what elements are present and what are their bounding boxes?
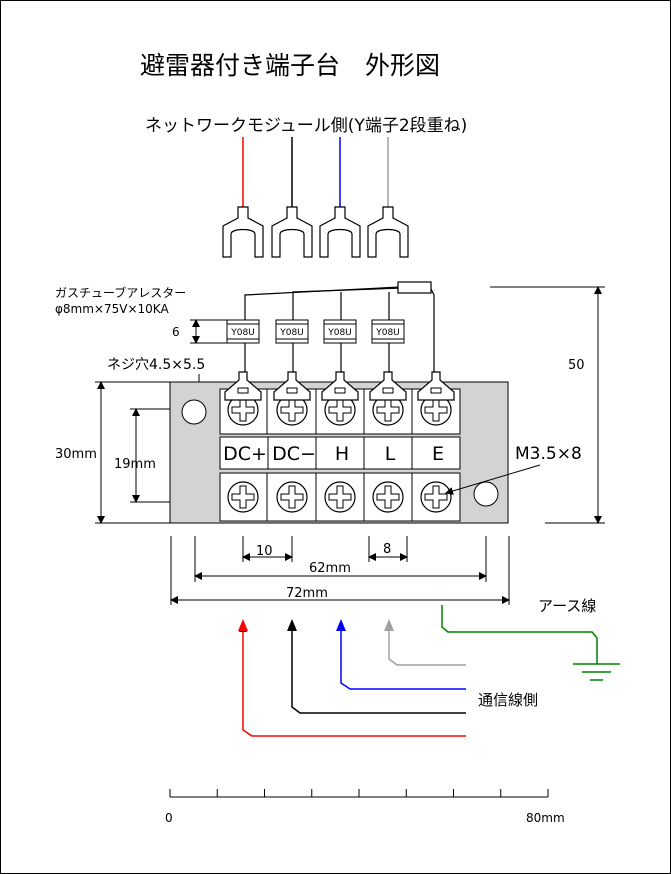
- dim-19-label: 19mm: [114, 457, 156, 472]
- terminal-label: L: [385, 443, 396, 465]
- earth-wire-label: アース線: [538, 597, 596, 615]
- terminal-screw-upper: [324, 394, 356, 426]
- y-terminal-black: [271, 206, 313, 258]
- blue-wire-comm: [340, 625, 466, 690]
- dim-6-label: 6: [172, 325, 180, 339]
- screw-size-leader: [445, 464, 541, 495]
- screw-hole-label: ネジ穴4.5×5.5: [107, 357, 205, 373]
- terminal-screw-lower: [227, 481, 259, 513]
- fuse-element: [397, 281, 432, 294]
- arrester-part-label: Y08U: [327, 328, 352, 338]
- y-terminal-blue: [319, 206, 361, 258]
- terminal-screw-lower: [372, 481, 404, 513]
- dim-50-label: 50: [568, 358, 585, 373]
- arrester-wire-2: [292, 286, 431, 320]
- terminal-screw-upper: [420, 394, 452, 426]
- terminal-label: E: [432, 443, 444, 465]
- comm-side-label: 通信線側: [478, 691, 538, 709]
- mount-hole-left: [181, 399, 207, 425]
- scale-start-label: 0: [165, 811, 173, 825]
- gas-arrester: Y08U: [226, 319, 260, 344]
- dim-62-label: 62mm: [309, 561, 351, 576]
- wire-arrowheads: [238, 619, 394, 631]
- arrester-part-label: Y08U: [279, 328, 304, 338]
- terminal-label-strip: [219, 436, 461, 470]
- arrester-label: ガスチューブアレスター: [55, 285, 186, 300]
- ring-lug: [369, 371, 407, 401]
- mount-hole-right: [473, 481, 499, 507]
- page-title: 避雷器付き端子台 外形図: [140, 51, 440, 80]
- ground-symbol: [573, 663, 620, 681]
- gas-arrester: Y08U: [323, 319, 357, 344]
- dim-72-label: 72mm: [286, 586, 328, 601]
- arrester-spec-label: φ8mm×75V×10KA: [55, 302, 169, 316]
- y-terminal-gray: [367, 206, 409, 258]
- scale-bar: [169, 789, 549, 798]
- terminal-screw-lower: [324, 481, 356, 513]
- terminal-screw-lower: [276, 481, 308, 513]
- terminal-label: DC−: [272, 443, 316, 465]
- ground-link-wire: [429, 286, 435, 372]
- terminal-label: DC+: [223, 443, 267, 465]
- y-terminal-red: [222, 206, 264, 258]
- terminal-screw-lower: [420, 481, 452, 513]
- ring-lug: [417, 371, 455, 401]
- arrester-wire-1: [244, 286, 401, 320]
- dim-30-label: 30mm: [55, 447, 97, 462]
- arrester-part-label: Y08U: [230, 328, 255, 338]
- gas-arrester: Y08U: [275, 319, 309, 344]
- ring-lug: [224, 371, 262, 401]
- terminal-screw-upper: [372, 394, 404, 426]
- arrester-part-label: Y08U: [375, 328, 400, 338]
- screw-size-label: M3.5×8: [515, 444, 582, 464]
- scale-end-label: 80mm: [526, 811, 565, 825]
- black-wire-comm: [291, 625, 466, 714]
- dim-8-label: 8: [383, 542, 391, 557]
- terminal-screw-upper: [276, 394, 308, 426]
- red-wire-comm: [239, 624, 466, 737]
- ring-lug: [321, 371, 359, 401]
- earth-wire: [441, 605, 598, 664]
- terminal-label: H: [335, 443, 349, 465]
- gas-arrester: Y08U: [371, 319, 405, 344]
- gray-wire-comm: [388, 625, 466, 666]
- dim-10-label: 10: [256, 544, 273, 559]
- network-module-label: ネットワークモジュール側(Y端子2段重ね): [145, 116, 467, 136]
- ring-lug: [273, 371, 311, 401]
